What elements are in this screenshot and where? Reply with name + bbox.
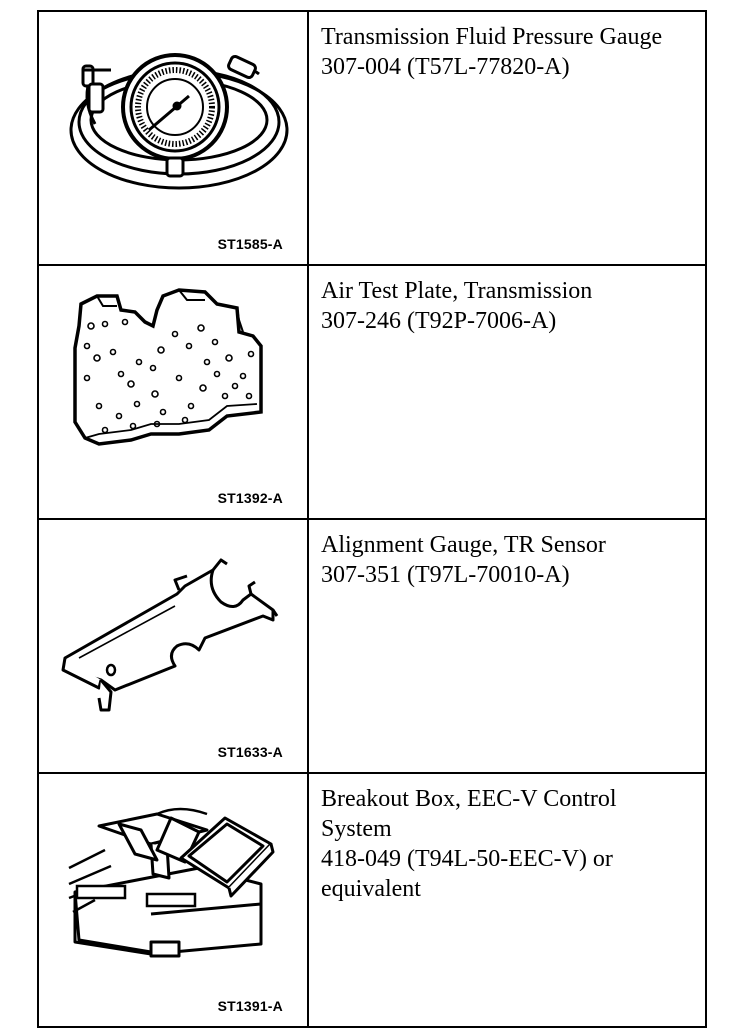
tool-description-cell: Alignment Gauge, TR Sensor 307-351 (T97L… xyxy=(307,518,707,774)
alignment-gauge-illustration xyxy=(61,558,279,712)
illustration-code: ST1392-A xyxy=(217,490,283,506)
tool-name: Breakout Box, EEC-V Control System xyxy=(321,786,617,842)
tool-row-pressure-gauge: ST1585-A Transmission Fluid Pressure Gau… xyxy=(37,10,707,266)
tool-image-cell: ST1585-A xyxy=(37,10,309,266)
tool-image-cell: ST1391-A xyxy=(37,772,309,1028)
tool-number: 307-351 (T97L-70010-A) xyxy=(321,562,570,588)
illustration-code: ST1585-A xyxy=(217,236,283,252)
tool-number: 307-246 (T92P-7006-A) xyxy=(321,308,557,334)
breakout-box-illustration xyxy=(68,807,275,958)
tool-name: Alignment Gauge, TR Sensor xyxy=(321,532,606,558)
tool-description-cell: Breakout Box, EEC-V Control System 418-0… xyxy=(307,772,707,1028)
air-test-plate-illustration xyxy=(73,288,263,446)
tool-row-air-test-plate: ST1392-A Air Test Plate, Transmission 30… xyxy=(37,264,707,520)
tool-name: Transmission Fluid Pressure Gauge xyxy=(321,24,663,50)
tool-name: Air Test Plate, Transmission xyxy=(321,278,593,304)
pressure-gauge-illustration xyxy=(69,53,289,190)
tool-image-cell: ST1633-A xyxy=(37,518,309,774)
tool-number: 307-004 (T57L-77820-A) xyxy=(321,54,570,80)
tool-number: 418-049 (T94L-50-EEC-V) or equivalent xyxy=(321,846,613,902)
tool-illustration: ST1585-A xyxy=(39,12,307,264)
tool-illustration: ST1392-A xyxy=(39,266,307,518)
illustration-code: ST1391-A xyxy=(217,998,283,1014)
tool-illustration: ST1391-A xyxy=(39,774,307,1026)
tool-illustration: ST1633-A xyxy=(39,520,307,772)
special-tools-table: ST1585-A Transmission Fluid Pressure Gau… xyxy=(37,10,707,1028)
tool-row-alignment-gauge: ST1633-A Alignment Gauge, TR Sensor 307-… xyxy=(37,518,707,774)
tool-description-cell: Transmission Fluid Pressure Gauge 307-00… xyxy=(307,10,707,266)
tool-description-cell: Air Test Plate, Transmission 307-246 (T9… xyxy=(307,264,707,520)
tool-row-breakout-box: ST1391-A Breakout Box, EEC-V Control Sys… xyxy=(37,772,707,1028)
illustration-code: ST1633-A xyxy=(217,744,283,760)
tool-image-cell: ST1392-A xyxy=(37,264,309,520)
